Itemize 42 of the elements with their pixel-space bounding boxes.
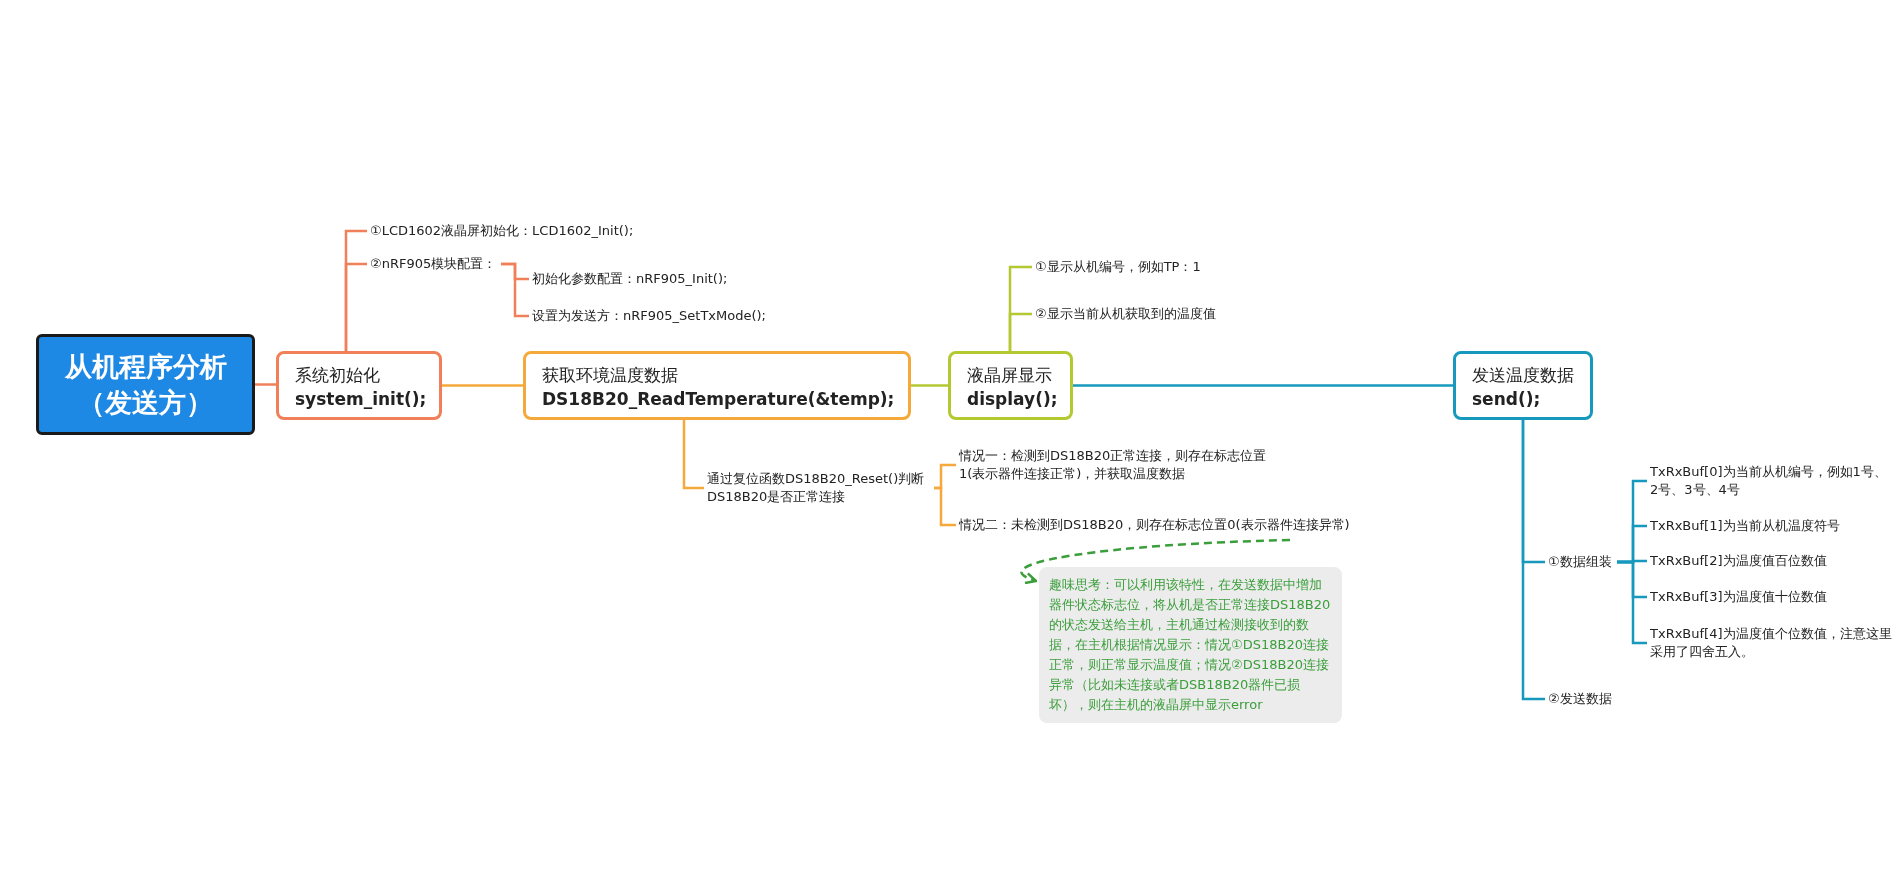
function-name: send(); [1472,388,1542,411]
branch-label: ②发送数据 [1548,690,1612,708]
function-name: display(); [967,388,1059,411]
connector [934,486,956,527]
connector [1073,384,1453,387]
connector [1008,312,1032,351]
branch-label: 初始化参数配置：nRF905_Init(); [532,270,728,288]
topic-box [276,351,442,420]
branch-label: TxRxBuf[1]为当前从机温度符号 [1650,517,1840,535]
branch-label: ②显示当前从机获取到的温度值 [1035,305,1216,323]
topic-title: 系统初始化 [295,364,381,387]
connector [1617,560,1647,645]
topic-box [948,351,1073,420]
branch-label: TxRxBuf[3]为温度值十位数值 [1650,588,1827,606]
function-name: DS18B20_ReadTemperature(&temp); [542,388,896,411]
root-box: 从机程序分析（发送方） [36,334,255,435]
branch-label: TxRxBuf[2]为温度值百位数值 [1650,552,1827,570]
branch-label: ②nRF905模块配置： [370,255,497,273]
branch-label: 情况二：未检测到DS18B20，则存在标志位置0(表示器件连接异常) [959,516,1350,534]
topic-title: 发送温度数据 [1472,364,1575,387]
branch-label: TxRxBuf[0]为当前从机编号，例如1号、2号、3号、4号 [1650,463,1895,499]
branch-label: ①显示从机编号，例如TP：1 [1035,258,1201,276]
branch-label: ①LCD1602液晶屏初始化：LCD1602_Init(); [370,222,634,240]
connector [911,384,948,387]
topic-title: 液晶屏显示 [967,364,1053,387]
branch-label: 通过复位函数DS18B20_Reset()判断DS18B20是否正常连接 [707,470,929,506]
dashed-arrow [1020,538,1291,584]
connector [255,383,276,386]
branch-label: 情况一：检测到DS18B20正常连接，则存在标志位置1(表示器件连接正常)，并获取温度数据 [959,447,1271,483]
connector [344,262,367,351]
note-box: 趣味思考：可以利用该特性，在发送数据中增加器件状态标志位，将从机是否正常连接DS18B20的状态发送给主机，主机通过检测接收到的数据，在主机根据情况显示：情况①DS18B20连接正常，则正常显示温度值；情况②DS18B20连接异常（比如未连接或者DSB18B20器件已损坏），则在主机的液晶屏中显示error [1039,567,1342,723]
topic-box [1453,351,1593,420]
topic-title: 获取环境温度数据 [542,364,679,387]
connector [501,262,529,318]
branch-label: 设置为发送方：nRF905_SetTxMode(); [532,307,766,325]
topic-box [523,351,911,420]
connector [682,420,704,490]
function-name: system_init(); [295,388,428,411]
branch-label: ①数据组装 [1548,553,1612,571]
connector [442,384,523,387]
branch-label: TxRxBuf[4]为温度值个位数值，注意这里采用了四舍五入。 [1650,625,1895,661]
connector [1521,420,1545,701]
